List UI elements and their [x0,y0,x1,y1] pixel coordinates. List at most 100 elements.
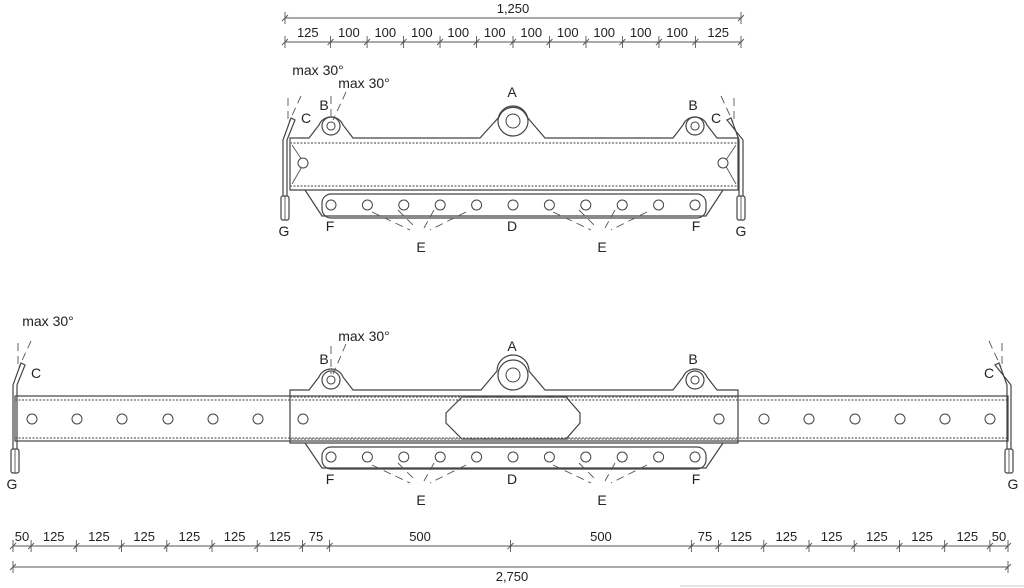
dimension-tick [986,540,994,552]
e-leaders-right [552,462,648,484]
dimension-label: 125 [707,25,729,40]
beam-hole [297,413,309,425]
beam-hole [758,413,770,425]
dimension-label: 75 [309,529,323,544]
callout-label-g-right: G [1008,476,1019,492]
dimension-label: 125 [821,529,843,544]
dimension-label: 500 [409,529,431,544]
dimension-tick [326,540,333,552]
adjustment-hole [325,451,337,463]
dimension-tick [805,540,813,552]
adjustment-hole [580,451,592,463]
adjustment-hole [580,199,592,211]
callout-label-g-left: G [279,223,290,239]
dimension-tick [546,36,553,48]
dimension-label: 50 [15,529,29,544]
end-braces [291,144,737,185]
dimension-label: 125 [297,25,319,40]
dimension-tick [692,36,699,48]
a-hex-nut [505,113,521,129]
dimension-label: 100 [484,25,506,40]
dimension-tick [327,36,334,48]
c-shackle [726,117,744,141]
a-lug [497,359,529,391]
c-shackle [282,117,296,141]
beam-hole [894,413,906,425]
b-right-pin-hole [690,121,700,131]
callout-label-f-left: F [326,218,335,234]
dimension-tick [473,36,480,48]
dimension-tick [118,540,125,552]
side-arm-bar [12,385,18,449]
dimension-tick [655,36,663,48]
angle-label: max 30° [22,313,74,329]
b-left-lug [321,370,341,390]
dimension-label: 100 [411,25,433,40]
beam-hole [207,413,219,425]
beam-hole [849,413,861,425]
adjustment-hole [507,199,519,211]
side-arm-left [10,340,32,474]
adjustment-hole [471,199,483,211]
a-lug [497,105,529,137]
adjustment-hole [653,199,665,211]
dimension-tick [1004,540,1012,552]
dimension-tick [163,540,171,552]
callout-label-d: D [507,218,517,234]
dimension-label: 125 [179,529,201,544]
center-sleeve [289,354,739,444]
dimension-tick [688,540,695,552]
c-shackle [994,362,1012,386]
dimension-label: 125 [133,529,155,544]
callout-label-e-left: E [416,492,425,508]
dimension-tick [850,540,858,552]
beam-hole [939,413,951,425]
e-leaders-right [552,209,648,231]
angle-limit-line [988,340,1002,368]
dimension-label: 75 [698,529,712,544]
angle-label: max 30° [338,75,390,91]
adjustment-hole [398,451,410,463]
b-left-pin-hole [326,375,336,385]
adjustment-hole [616,451,628,463]
dimension-label: 125 [911,529,933,544]
dimension-label: 125 [776,529,798,544]
side-arm-bar [282,140,288,196]
overall-dimension-label: 2,750 [496,569,529,584]
dimension-label: 125 [866,529,888,544]
adjustment-hole [434,199,446,211]
dimension-label: 100 [338,25,360,40]
beam-hole [116,413,128,425]
callout-label-a: A [507,338,517,354]
callout-label-c-right: C [711,110,721,126]
callout-label-b-right: B [688,351,697,367]
adjustment-hole [471,451,483,463]
callout-label-a: A [507,84,517,100]
dimension-tick [715,540,722,552]
callout-label-d: D [507,471,517,487]
beam-hole [252,413,264,425]
end-hole [297,157,309,169]
side-arm-right [988,340,1014,474]
adjustment-hole [689,199,701,211]
dimension-tick [299,540,306,552]
side-arm-left [280,95,302,221]
dimension-label: 100 [374,25,396,40]
dimension-tick [737,36,745,48]
beam-hole [26,413,38,425]
adjustment-hole [616,199,628,211]
dimension-label: 125 [956,529,978,544]
callout-label-b-left: B [319,97,328,113]
dimension-tick [896,540,903,552]
callout-label-f-right: F [692,218,701,234]
bar-d-brace [304,189,724,217]
adjustment-hole [398,199,410,211]
bar-d [321,193,707,219]
dimension-tick [363,36,371,48]
adjustment-hole [543,199,555,211]
dimension-label: 125 [224,529,246,544]
callout-label-f-right: F [692,471,701,487]
adjustment-hole [361,199,373,211]
callout-label-c-left: C [31,365,41,381]
